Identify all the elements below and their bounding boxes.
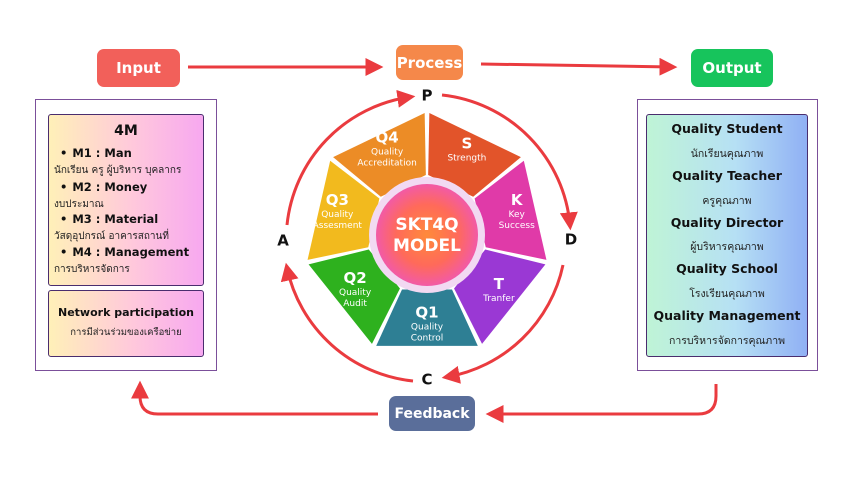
wheel-segment-letter: S	[462, 135, 473, 153]
wheel-segment-label: Quality	[321, 210, 354, 220]
wheel-segment-q1	[376, 289, 478, 346]
center-title-line1: SKT4Q	[395, 215, 458, 235]
wheel-segment-letter: Q2	[343, 269, 366, 287]
output-item-title: Quality Director	[670, 215, 784, 230]
m4-label: M4 : Management	[60, 245, 189, 259]
wheel-segment-label: Quality	[411, 323, 444, 333]
feedback-to-input-arrow	[131, 380, 378, 416]
cycle-arrow-d-to-c	[441, 264, 565, 384]
wheel-segment-letter: T	[494, 275, 505, 293]
wheel-segment-q4	[333, 113, 426, 197]
wheel-segment-letter: K	[511, 191, 524, 209]
output-item-description: นักเรียนคุณภาพ	[690, 148, 764, 160]
cycle-label-p: P	[422, 87, 433, 105]
output-label: Output	[691, 49, 773, 87]
wheel-segment-letter: Q4	[375, 129, 398, 147]
cycle-arrow-a-to-p	[285, 89, 416, 226]
output-item-title: Quality Student	[671, 121, 783, 136]
cycle-label-c: C	[421, 371, 432, 389]
cycle-label-a: A	[277, 232, 289, 250]
wheel-segment-label: Key	[509, 210, 526, 220]
feedback-label: Feedback	[389, 396, 475, 431]
wheel-segment-s	[428, 113, 521, 197]
wheel-segment-k	[474, 160, 547, 260]
output-box	[646, 114, 808, 357]
wheel-segment-letter: Q1	[415, 304, 438, 322]
output-item-title: Quality Teacher	[672, 168, 782, 183]
wheel-segment-t	[454, 249, 546, 344]
m2-label: M2 : Money	[60, 180, 147, 194]
m2-description: งบประมาณ	[54, 199, 104, 210]
process-label: Process	[396, 45, 463, 80]
four-m-title: 4M	[114, 123, 138, 139]
output-item-description: การบริหารจัดการคุณภาพ	[668, 335, 786, 347]
pdca-cycle-arrows	[280, 89, 578, 384]
cycle-arrow-p-to-d	[441, 93, 578, 231]
network-box	[48, 290, 204, 357]
wheel-segment-label: Quality	[371, 148, 404, 158]
network-description: การมีส่วนร่วมของเครือข่าย	[70, 327, 182, 338]
center-hub	[376, 184, 478, 286]
wheel-segment-label: Control	[411, 334, 444, 344]
process-to-output-arrow	[480, 57, 678, 76]
output-item-title: Quality School	[676, 261, 778, 276]
center-title-line2: MODEL	[393, 236, 461, 256]
wheel-segment-label: Tranfer	[482, 294, 515, 304]
wheel-segment-label: Assesment	[313, 221, 363, 231]
wheel-segment-q3	[307, 160, 380, 260]
wheel-segment-label: Audit	[343, 299, 367, 309]
wheel-segment-label: Success	[499, 221, 536, 231]
m3-label: M3 : Material	[60, 212, 158, 226]
output-item-title: Quality Management	[653, 308, 801, 323]
wheel-segment-label: Accreditation	[357, 159, 416, 169]
m1-label: M1 : Man	[60, 146, 131, 160]
output-item-description: ครูคุณภาพ	[702, 195, 752, 207]
m3-description: วัสดุอุปกรณ์ อาคารสถานที่	[54, 231, 169, 242]
wheel-segment-letter: Q3	[326, 191, 349, 209]
wheel-segment-q2	[308, 249, 400, 344]
network-title: Network participation	[58, 306, 194, 319]
cycle-arrow-c-to-a	[280, 262, 414, 383]
wheel-segment-label: Quality	[339, 288, 372, 298]
input-label: Input	[97, 49, 180, 87]
m1-description: นักเรียน ครู ผู้บริหาร บุคลากร	[54, 165, 182, 176]
m4-description: การบริหารจัดการ	[54, 264, 130, 275]
cycle-label-d: D	[565, 231, 577, 249]
output-item-description: ผู้บริหารคุณภาพ	[690, 241, 764, 253]
output-to-feedback-arrow	[485, 384, 718, 423]
wheel-segment-label: Strength	[447, 154, 486, 164]
output-item-description: โรงเรียนคุณภาพ	[689, 288, 765, 300]
